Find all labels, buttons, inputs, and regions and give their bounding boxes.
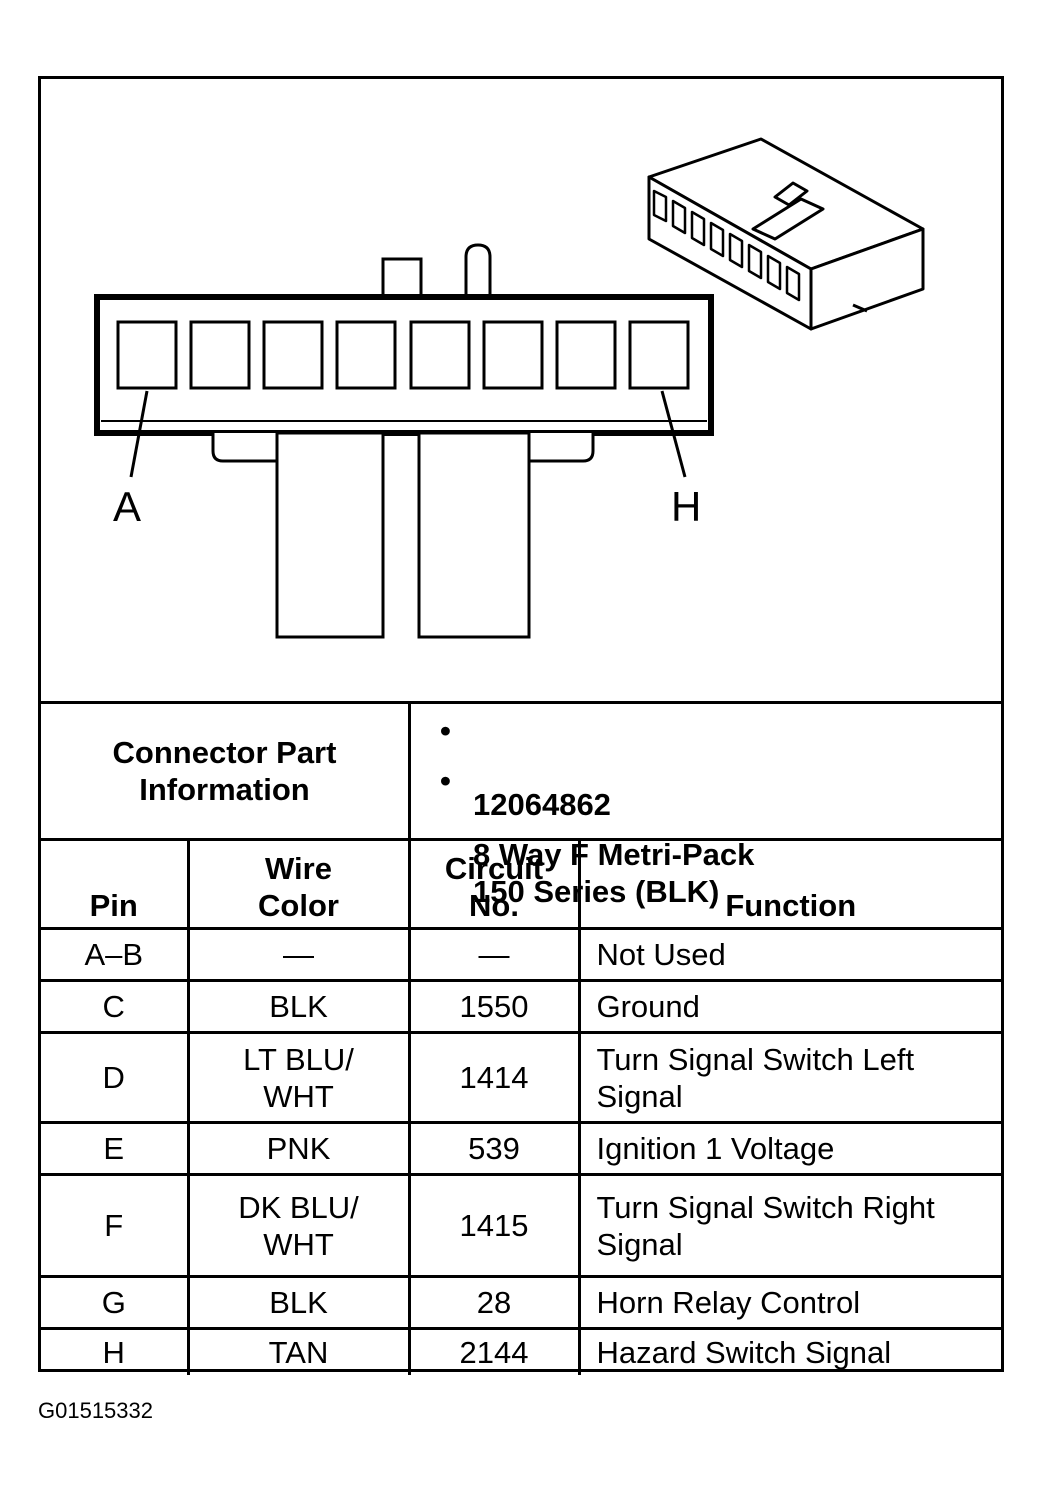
connector-drawing: A H: [41, 79, 1001, 701]
cavity-d: [335, 320, 397, 390]
connector-face-svg: A H: [94, 137, 925, 639]
cell-color: LT BLU/ WHT: [186, 1031, 411, 1124]
table-row: G BLK 28 Horn Relay Control: [41, 1275, 1001, 1330]
diagram-frame: A H Connector Part Information • 1206486…: [38, 76, 1004, 1375]
cell-function: Hazard Switch Signal: [577, 1327, 1001, 1375]
info-label: Connector Part Information: [41, 704, 411, 838]
table-row: A–B — — Not Used: [41, 927, 1001, 982]
pin-label-last: H: [671, 483, 701, 530]
figure-id: G01515332: [38, 1398, 153, 1423]
cell-color: BLK: [186, 979, 411, 1034]
cell-circuit: 28: [407, 1275, 581, 1330]
cell-pin: G: [41, 1275, 190, 1330]
cell-circuit: 1415: [407, 1173, 581, 1278]
cell-color: —: [186, 927, 411, 982]
cell-color: DK BLU/ WHT: [186, 1173, 411, 1278]
pin-label-first: A: [113, 483, 141, 530]
cell-pin: D: [41, 1031, 190, 1124]
cell-circuit: 1414: [407, 1031, 581, 1124]
cell-color: BLK: [186, 1275, 411, 1330]
cell-function: Ground: [577, 979, 1001, 1034]
bullet-icon: •: [440, 713, 451, 748]
cell-circuit: —: [407, 927, 581, 982]
cell-pin: A–B: [41, 927, 190, 982]
cell-function: Turn Signal Switch Right Signal: [577, 1173, 1001, 1278]
cell-pin: C: [41, 979, 190, 1034]
table-row: H TAN 2144 Hazard Switch Signal: [41, 1327, 1001, 1375]
connector-part-info: Connector Part Information • 12064862 • …: [41, 701, 1001, 909]
cell-function: Horn Relay Control: [577, 1275, 1001, 1330]
info-list: • 12064862 • 8 Way F Metri-Pack 150 Seri…: [411, 704, 1001, 909]
table-row: D LT BLU/ WHT 1414 Turn Signal Switch Le…: [41, 1031, 1001, 1124]
cell-pin: F: [41, 1173, 190, 1278]
cavity-b: [189, 320, 251, 390]
cavity-g: [555, 320, 617, 390]
header-pin: Pin: [41, 841, 190, 930]
table-row: C BLK 1550 Ground: [41, 979, 1001, 1034]
header-circuit: Circuit No.: [407, 841, 581, 930]
pinout-table: Pin Wire Color Circuit No. Function A–B …: [41, 841, 1001, 1375]
cell-color: TAN: [186, 1327, 411, 1375]
part-number: 12064862: [473, 787, 611, 822]
cell-pin: H: [41, 1327, 190, 1375]
info-item: • 12064862: [440, 712, 611, 823]
cavity-c: [262, 320, 324, 390]
cavity-a: [116, 320, 178, 390]
cell-color: PNK: [186, 1121, 411, 1176]
cell-function: Ignition 1 Voltage: [577, 1121, 1001, 1176]
cell-function: Turn Signal Switch Left Signal: [577, 1031, 1001, 1124]
table-row: F DK BLU/ WHT 1415 Turn Signal Switch Ri…: [41, 1173, 1001, 1278]
cell-circuit: 539: [407, 1121, 581, 1176]
pin-cavities: [116, 320, 690, 390]
cell-circuit: 1550: [407, 979, 581, 1034]
cavity-e: [409, 320, 471, 390]
cavity-f: [482, 320, 544, 390]
connector-face: [94, 243, 714, 639]
header-function: Function: [577, 841, 1001, 930]
table-row: E PNK 539 Ignition 1 Voltage: [41, 1121, 1001, 1176]
bullet-icon: •: [440, 763, 451, 798]
table-header-row: Pin Wire Color Circuit No. Function: [41, 841, 1001, 930]
cell-circuit: 2144: [407, 1327, 581, 1375]
cavity-h: [628, 320, 690, 390]
cell-function: Not Used: [577, 927, 1001, 982]
connector-3d-view: [647, 137, 925, 331]
header-wire-color: Wire Color: [186, 841, 411, 930]
cell-pin: E: [41, 1121, 190, 1176]
